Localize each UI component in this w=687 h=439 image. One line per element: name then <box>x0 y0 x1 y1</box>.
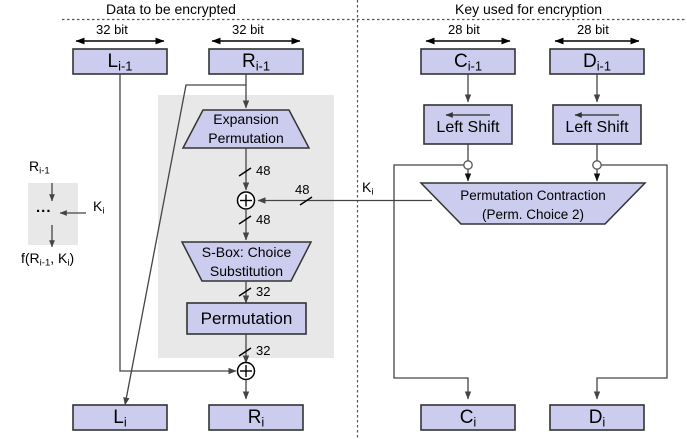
measure-label-data-right: 32 bit <box>232 22 264 37</box>
legend-label-dots: ... <box>36 199 52 216</box>
box-r-next <box>208 404 304 431</box>
label-subkey-ki: Ki <box>362 179 374 198</box>
measure-label-key-right: 28 bit <box>577 22 609 37</box>
box-d-prev <box>549 48 645 75</box>
label-sbox: S-Box: Choice Substitution <box>182 243 311 281</box>
contraction-line-2: (Perm. Choice 2) <box>481 207 585 222</box>
label-l-next: Li <box>113 407 127 430</box>
label-r-prev: Ri-1 <box>241 51 271 74</box>
bit-slash-32-a <box>238 287 252 297</box>
box-left-shift-c <box>423 104 513 145</box>
shape-expansion-permutation <box>181 109 311 149</box>
contraction-line-1: Permutation Contraction <box>460 188 606 203</box>
label-expansion-permutation: Expansion Permutation <box>183 110 309 148</box>
label-left-shift-d: Left Shift <box>565 119 629 136</box>
junction-node-d <box>592 160 602 170</box>
legend-canvas <box>28 183 86 248</box>
legend-label-key: Ki <box>93 198 105 217</box>
label-d-prev: Di-1 <box>582 51 612 74</box>
label-l-prev: Li-1 <box>107 51 133 74</box>
bitwidth-after-permutation: 32 <box>256 343 271 358</box>
measure-label-key-left: 28 bit <box>448 22 480 37</box>
label-permutation-contraction: Permutation Contraction (Perm. Choice 2) <box>441 186 625 224</box>
bitwidth-subkey: 48 <box>295 182 310 197</box>
label-d-next: Di <box>588 407 606 430</box>
bit-slash-48-b <box>238 215 252 225</box>
box-l-next <box>72 404 168 431</box>
shape-permutation-contraction <box>419 182 647 225</box>
bit-slash-32-b <box>238 347 252 357</box>
shape-sbox-choice-substitution <box>180 241 313 282</box>
wire-r-prev-to-l-next <box>123 84 246 406</box>
label-permutation: Permutation <box>200 309 293 328</box>
wire-d-branch-to-d-next <box>593 164 668 400</box>
box-d-next <box>549 404 645 431</box>
legend-f-region <box>28 183 78 245</box>
box-l-prev <box>72 48 168 75</box>
bit-slash-48-a <box>238 167 252 177</box>
box-r-prev <box>208 48 304 75</box>
legend-label-function: f(Ri-1, Ki) <box>21 250 75 269</box>
sbox-line-1: S-Box: Choice <box>201 244 292 260</box>
label-r-next: Ri <box>247 407 265 430</box>
label-left-shift-c: Left Shift <box>436 119 500 136</box>
wire-l-prev-to-xor <box>119 74 237 375</box>
section-title-key: Key used for encryption <box>455 1 603 17</box>
box-left-shift-d <box>552 104 642 145</box>
box-c-prev <box>420 48 516 75</box>
bitwidth-after-expansion: 48 <box>256 163 271 178</box>
junction-node-c <box>463 160 473 170</box>
label-c-prev: Ci-1 <box>453 51 483 74</box>
wire-c-branch-to-c-next <box>393 164 472 400</box>
bit-slash-48-subkey <box>299 196 313 206</box>
box-c-next <box>420 404 516 431</box>
legend-label-input: Ri-1 <box>29 158 50 177</box>
expansion-line-1: Expansion <box>213 111 279 127</box>
measure-label-data-left: 32 bit <box>96 22 128 37</box>
sbox-line-2: Substitution <box>209 263 284 279</box>
expansion-line-2: Permutation <box>208 130 284 146</box>
section-title-data: Data to be encrypted <box>106 1 236 17</box>
bitwidth-after-xor: 48 <box>256 212 271 227</box>
bitwidth-after-sbox: 32 <box>256 284 271 299</box>
label-c-next: Ci <box>459 407 477 430</box>
